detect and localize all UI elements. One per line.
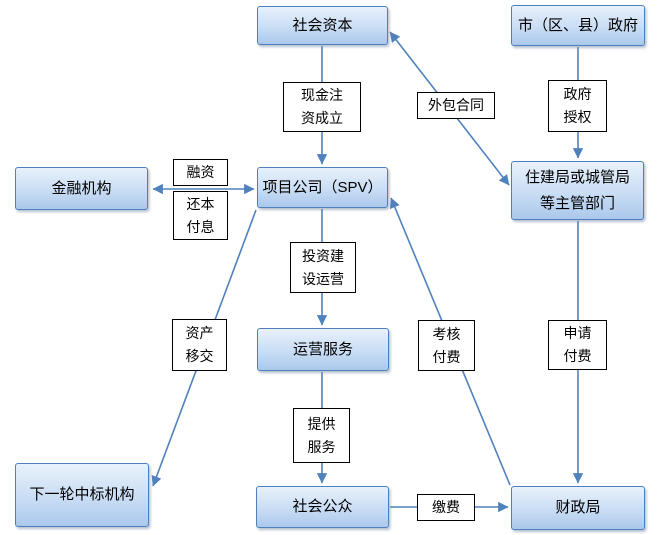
edge-label-application-payment: 申请 付费 xyxy=(548,320,607,370)
node-social-capital: 社会资本 xyxy=(257,6,388,45)
node-financial-institution: 金融机构 xyxy=(15,167,148,210)
edge-label-line: 提供 xyxy=(307,415,336,432)
edge-label-assessment-payment: 考核 付费 xyxy=(418,320,475,371)
edge-label-line: 外包合同 xyxy=(428,97,484,113)
edge-label-line: 付费 xyxy=(432,348,461,365)
edge-label-line: 缴费 xyxy=(432,499,460,515)
edge-label-line: 资产 xyxy=(185,325,214,341)
edge-label-invest-build-operate: 投资建 设运营 xyxy=(290,242,356,293)
edge-label-financing: 融资 xyxy=(173,159,228,186)
edge-label-government-authorization: 政府 授权 xyxy=(548,80,607,132)
node-city-government: 市（区、县）政府 xyxy=(511,5,645,46)
edge-label-line: 设运营 xyxy=(302,270,344,287)
node-label: 下一轮中标机构 xyxy=(29,486,135,503)
edge-label-line: 投资建 xyxy=(302,247,344,264)
node-authority: 住建局或城管局 等主管部门 xyxy=(511,161,644,220)
node-label: 等主管部门 xyxy=(539,194,615,212)
node-general-public: 社会公众 xyxy=(256,486,389,528)
edge-label-pay-fee: 缴费 xyxy=(417,494,475,521)
edge-label-provide-service: 提供 服务 xyxy=(293,408,350,463)
node-next-round-winner: 下一轮中标机构 xyxy=(15,463,149,527)
node-label: 财政局 xyxy=(555,499,601,516)
edge-label-asset-transfer: 资产 移交 xyxy=(172,319,227,371)
edge-label-line: 付息 xyxy=(186,218,215,235)
edge-label-line: 申请 xyxy=(563,325,592,341)
node-finance-bureau: 财政局 xyxy=(511,486,645,530)
node-label: 社会资本 xyxy=(292,16,353,34)
edge-label-line: 政府 xyxy=(563,86,592,102)
node-label: 运营服务 xyxy=(292,340,353,358)
edge-label-outsourcing-contract: 外包合同 xyxy=(417,92,495,119)
node-label: 项目公司（SPV） xyxy=(262,178,383,196)
edge-label-line: 付费 xyxy=(563,348,592,364)
node-spv: 项目公司（SPV） xyxy=(257,167,388,208)
edge-label-debt-service: 还本 付息 xyxy=(173,191,228,240)
edge-label-line: 现金注 xyxy=(301,87,343,103)
node-label: 住建局或城管局 xyxy=(524,168,630,186)
edge-label-line: 授权 xyxy=(563,109,592,125)
node-operation-service: 运营服务 xyxy=(257,328,389,371)
edge-label-line: 资成立 xyxy=(301,110,343,126)
edge-label-cash-injection: 现金注 资成立 xyxy=(283,82,361,132)
edge-label-line: 考核 xyxy=(432,325,461,342)
edge-label-line: 融资 xyxy=(186,164,215,180)
edge-label-line: 还本 xyxy=(186,195,215,212)
node-label: 社会公众 xyxy=(292,498,353,515)
edge-label-line: 移交 xyxy=(185,348,214,364)
node-label: 市（区、县）政府 xyxy=(517,16,638,34)
edge-label-line: 服务 xyxy=(307,438,336,455)
node-label: 金融机构 xyxy=(51,179,112,197)
